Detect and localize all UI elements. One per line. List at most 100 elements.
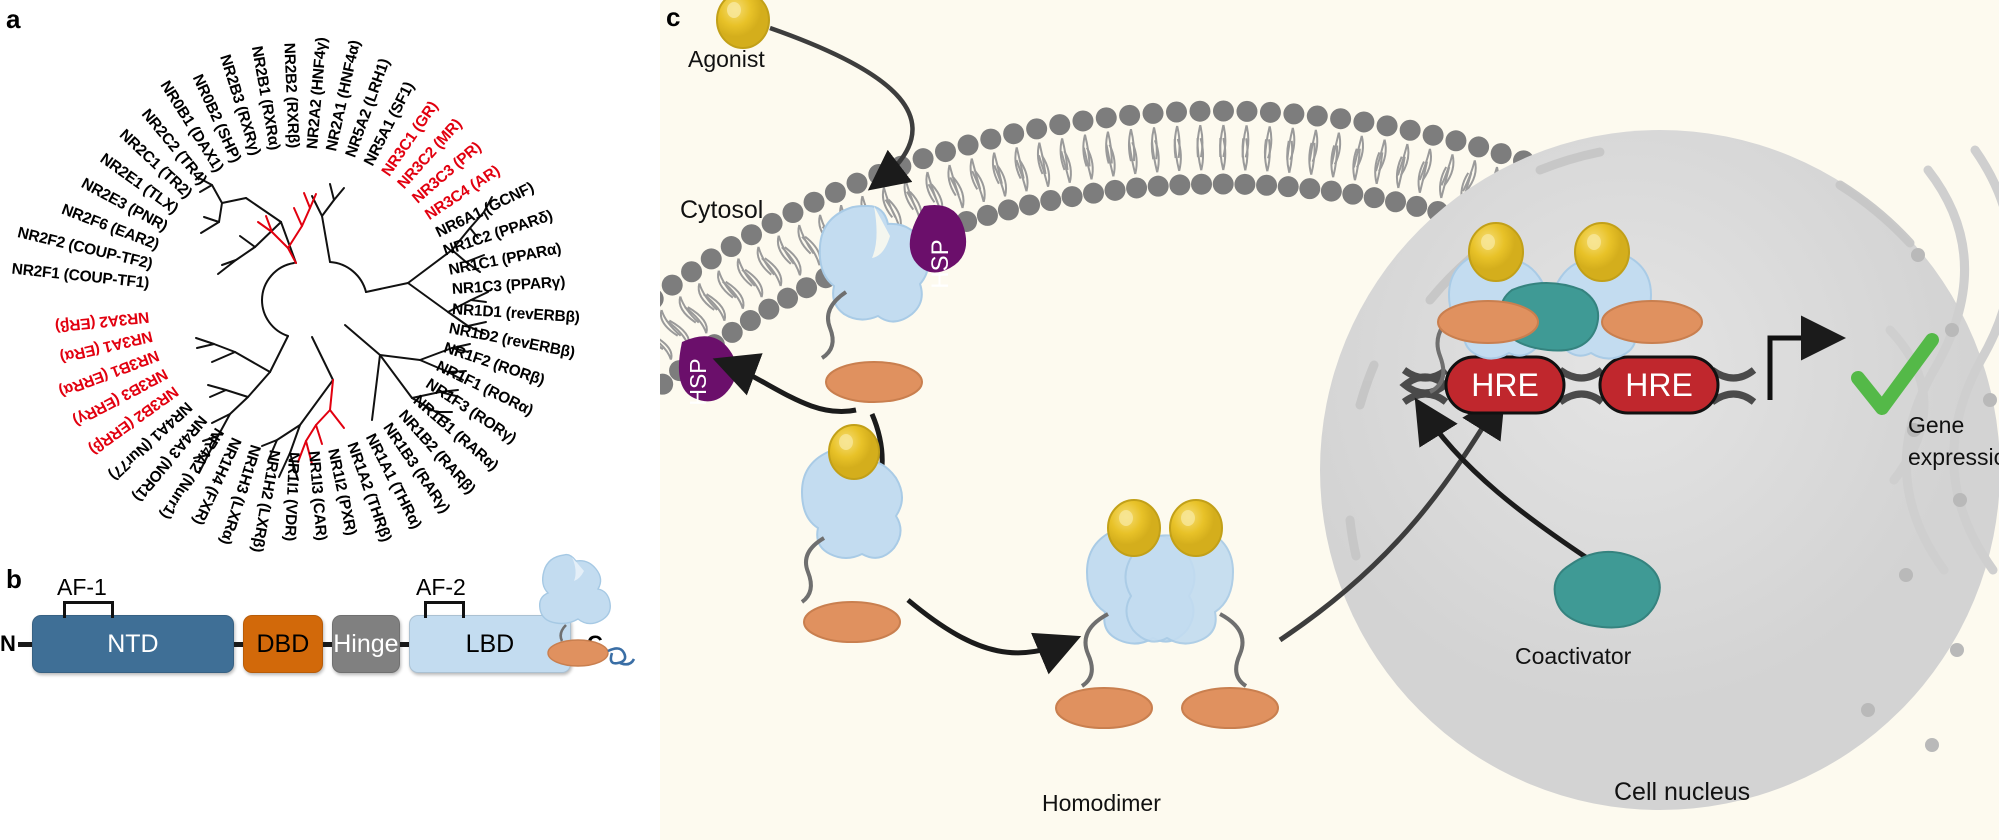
lipid-head-icon — [1306, 105, 1328, 127]
lipid-head-icon — [796, 277, 818, 299]
lipid-head-icon — [1363, 187, 1385, 209]
lipid-tail-icon — [1330, 145, 1339, 178]
hinge-line — [559, 624, 567, 642]
hre-element-2 — [1598, 355, 1720, 415]
lipid-head-icon — [758, 298, 780, 320]
lipid-head-icon — [1147, 175, 1169, 197]
lipid-head-icon — [1191, 173, 1213, 195]
lipid-head-icon — [1422, 124, 1444, 146]
af2-label: AF-2 — [416, 574, 466, 600]
lipid-head-icon — [1212, 173, 1234, 195]
nuclear-translocation-arrow — [1278, 391, 1506, 643]
receptor-hsp-complex: HSP — [818, 204, 967, 403]
af1-bracket — [63, 601, 114, 618]
hsp-released: HSP — [678, 336, 737, 406]
lipid-head-icon — [1445, 130, 1467, 152]
lipid-head-icon — [934, 141, 956, 163]
lipid-head-icon — [1049, 114, 1071, 136]
circular-tree-graphic — [193, 177, 493, 481]
lipid-head-icon — [912, 148, 934, 170]
lipid-head-icon — [957, 134, 979, 156]
lipid-tail-icon — [781, 246, 802, 276]
cell-nucleus-label: Cell nucleus — [1614, 778, 1751, 806]
lipid-head-icon — [1283, 103, 1305, 125]
gene-expression-label-line2: expression — [1908, 444, 1999, 470]
lipid-head-icon — [1072, 110, 1094, 132]
hsp-blob-bound — [909, 204, 967, 273]
lipid-head-icon — [1026, 118, 1048, 140]
lipid-head-icon — [980, 128, 1002, 150]
lipid-tail-icon — [660, 345, 664, 351]
lipid-head-icon — [1165, 101, 1187, 123]
agonist-entry-arrow — [769, 25, 915, 191]
lipid-tail-icon — [684, 306, 708, 334]
lbd-blob-icon — [538, 553, 611, 625]
transcription-start-arrow — [1767, 315, 1846, 400]
lipid-head-icon — [1234, 173, 1256, 195]
coactivator-label: Coactivator — [1515, 643, 1632, 669]
lipid-head-icon — [1104, 179, 1126, 201]
lipid-tail-icon — [1037, 154, 1051, 188]
cytosol-label: Cytosol — [680, 196, 764, 224]
dbd-blob-icon — [547, 639, 609, 667]
hinge-lbd-connector — [399, 641, 409, 647]
agonist-molecule-dimer-left — [1107, 499, 1161, 557]
lipid-head-icon — [1490, 143, 1512, 165]
lipid-head-icon — [1083, 182, 1105, 204]
lipid-head-icon — [782, 202, 804, 224]
lipid-head-icon — [1399, 119, 1421, 141]
lipid-tail-icon — [949, 176, 965, 209]
lipid-tail-icon — [1128, 141, 1138, 175]
lipid-head-icon — [1019, 194, 1041, 216]
lipid-head-icon — [846, 172, 868, 194]
af2-bracket — [424, 601, 465, 618]
lipid-tail-icon — [660, 338, 673, 360]
lipid-head-icon — [1040, 190, 1062, 212]
panel-c-letter: c — [666, 2, 681, 32]
lipid-head-icon — [739, 310, 761, 332]
lipid-head-icon — [1468, 136, 1490, 158]
lipid-head-icon — [824, 181, 846, 203]
lipid-head-icon — [721, 321, 743, 343]
lipid-head-icon — [1119, 104, 1141, 126]
lipid-tail-icon — [1196, 137, 1205, 171]
lipid-head-icon — [661, 274, 683, 296]
lipid-head-icon — [1126, 177, 1148, 199]
lipid-tail-icon — [702, 293, 727, 322]
lipid-head-icon — [1353, 111, 1375, 133]
n-terminus-label: N — [0, 631, 16, 656]
coactivator-recruitment-arrow — [1414, 397, 1592, 563]
hsp-bound-label: HSP — [927, 239, 954, 288]
domain-hinge-label: Hinge — [333, 629, 399, 658]
gene-expression-check-icon — [1851, 333, 1939, 415]
ribosome-dots-icon — [1861, 248, 1997, 752]
lipid-tail-icon — [1219, 137, 1227, 171]
lipid-head-icon — [1061, 186, 1083, 208]
lipid-head-icon — [741, 224, 763, 246]
lipid-head-icon — [1095, 107, 1117, 129]
lipid-head-icon — [1277, 176, 1299, 198]
domain-lbd-label: LBD — [465, 629, 515, 658]
agonist-molecule-dimer-right — [1169, 499, 1223, 557]
lipid-tail-icon — [1105, 144, 1116, 177]
lipid-tail-icon — [1308, 142, 1316, 175]
gene-expression-label-line1: Gene — [1908, 412, 1965, 438]
lipid-head-icon — [700, 248, 722, 270]
agonist-free-molecule — [716, 0, 770, 49]
lipid-head-icon — [1320, 180, 1342, 202]
lipid-tail-icon — [1439, 166, 1451, 199]
lipid-tail-icon — [1241, 138, 1249, 171]
hre-element-2-label: HRE — [1625, 367, 1693, 403]
lipid-tail-icon — [993, 164, 1008, 197]
panel-b-domain-architecture: b — [0, 560, 520, 840]
hre-element-1-label: HRE — [1471, 367, 1539, 403]
lipid-tail-icon — [1060, 150, 1072, 184]
lipid-head-icon — [660, 290, 664, 307]
dbd-hinge-connector — [322, 641, 332, 647]
lipid-tail-icon — [1150, 139, 1160, 173]
agonist-molecule-bound — [828, 424, 880, 480]
lipid-tail-icon — [1417, 161, 1429, 193]
nuclear-receptor-domain-diagram: N NTD DBD Hinge LBD C — [0, 615, 603, 673]
lipid-tail-icon — [1015, 159, 1029, 192]
lipid-head-icon — [803, 191, 825, 213]
